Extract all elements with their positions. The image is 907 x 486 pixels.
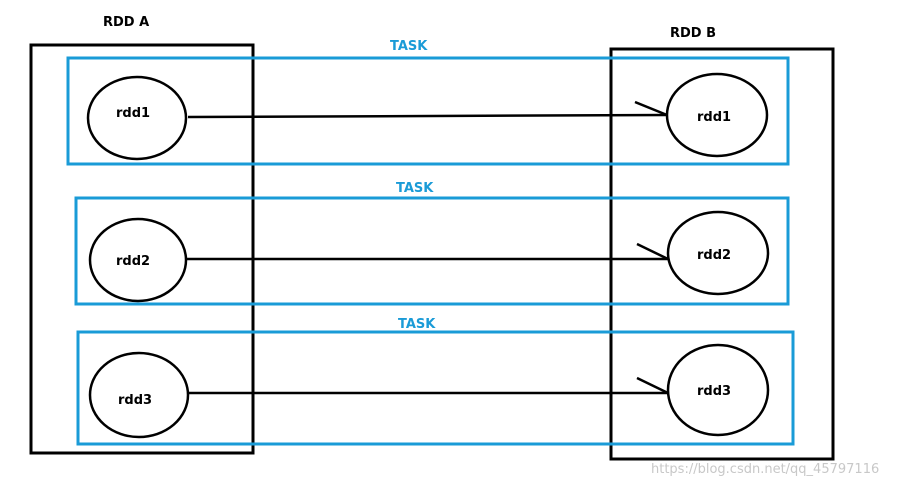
rdd-a-label: RDD A <box>103 15 149 30</box>
rdd-b-partition-2 <box>666 210 770 296</box>
rdd-a-partition-1-label: rdd1 <box>116 106 150 121</box>
rdd-b-partition-2-label: rdd2 <box>697 248 731 263</box>
task-box-2 <box>74 196 790 306</box>
task-box-1 <box>66 56 790 166</box>
task-arrow-3 <box>188 376 669 395</box>
rdd-a-partition-3 <box>88 351 190 439</box>
task-label-2: TASK <box>396 181 434 196</box>
rdd-a-partition-1 <box>86 75 188 161</box>
rdd-a-partition-3-label: rdd3 <box>118 393 152 408</box>
rdd-b-partition-3-label: rdd3 <box>697 384 731 399</box>
rdd-b-label: RDD B <box>670 26 716 41</box>
task-box-3 <box>76 330 795 446</box>
task-label-1: TASK <box>390 39 428 54</box>
rdd-a-partition-2-label: rdd2 <box>116 254 150 269</box>
task-label-3: TASK <box>398 317 436 332</box>
watermark-text: https://blog.csdn.net/qq_45797116 <box>651 462 879 477</box>
rdd-b-partition-3 <box>666 343 770 437</box>
task-arrow-2 <box>186 242 669 261</box>
rdd-a-container <box>29 43 255 455</box>
rdd-b-container <box>609 47 835 461</box>
task-arrow-1 <box>187 100 668 119</box>
rdd-b-partition-1-label: rdd1 <box>697 110 731 125</box>
